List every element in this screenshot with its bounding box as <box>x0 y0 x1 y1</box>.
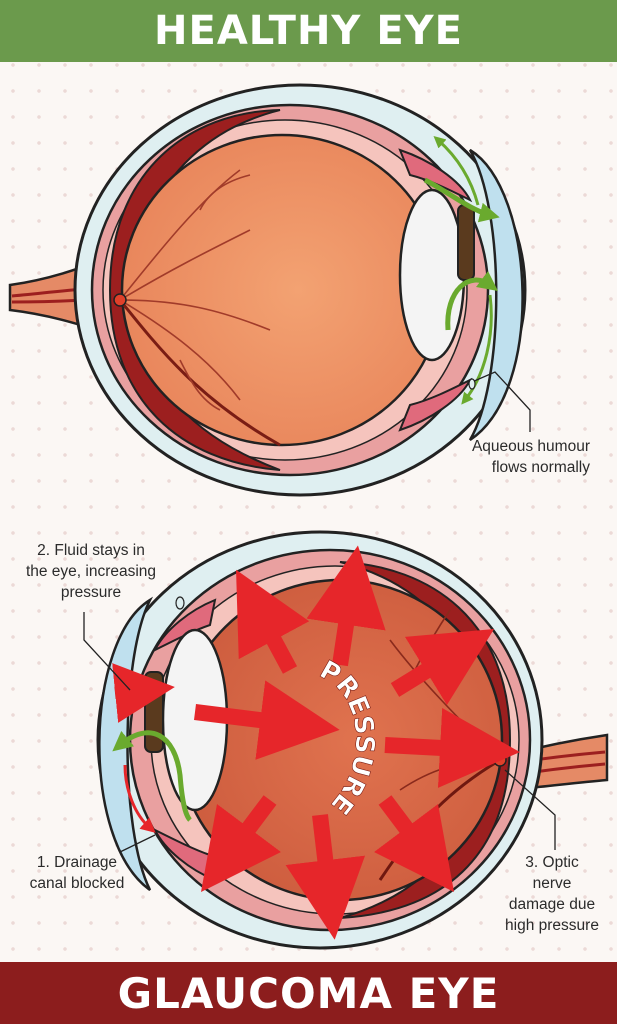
aqueous-flow-arrows <box>423 136 500 405</box>
glaucoma-eye: PRESSURE <box>83 530 609 950</box>
iris <box>144 671 164 753</box>
optic-nerve-label-line-2: nerve <box>532 875 572 892</box>
fluid-pressure-label-line-2: the eye, increasing <box>25 563 157 580</box>
vitreous-body <box>120 133 444 447</box>
blood-vessels <box>118 169 281 447</box>
drainage-label-line-1: 1. Drainage <box>36 854 118 871</box>
healthy-eye <box>8 83 531 497</box>
fluid-pressure-label-line-1: 2. Fluid stays in <box>37 542 145 559</box>
optic-nerve-label-line-4: high pressure <box>505 917 599 934</box>
optic-disc <box>493 753 507 767</box>
aqueous-flow-label-line-2: flows normally <box>491 459 590 476</box>
fluid-pressure-label: 2. Fluid stays in the eye, increasing pr… <box>18 540 164 603</box>
fluid-pressure-label-line-3: pressure <box>60 584 122 601</box>
drainage-label-line-2: canal blocked <box>29 875 125 892</box>
optic-nerve-label-line-3: damage due <box>508 896 596 913</box>
aqueous-flow-label: Aqueous humour flows normally <box>450 436 590 478</box>
glaucoma-eye-title: GLAUCOMA EYE <box>0 962 617 1024</box>
lens <box>398 188 466 362</box>
aqueous-flow-label-line-1: Aqueous humour <box>471 438 590 455</box>
optic-nerve-label-line-1: 3. Optic <box>525 854 579 871</box>
pressure-arrows <box>112 545 520 940</box>
cornea <box>468 148 524 442</box>
optic-disc <box>113 293 127 307</box>
healthy-eye-title: HEALTHY EYE <box>0 0 617 62</box>
drainage-label: 1. Drainage canal blocked <box>12 852 142 894</box>
optic-nerve-label: 3. Optic nerve damage due high pressure <box>487 852 617 936</box>
iris <box>457 204 475 281</box>
